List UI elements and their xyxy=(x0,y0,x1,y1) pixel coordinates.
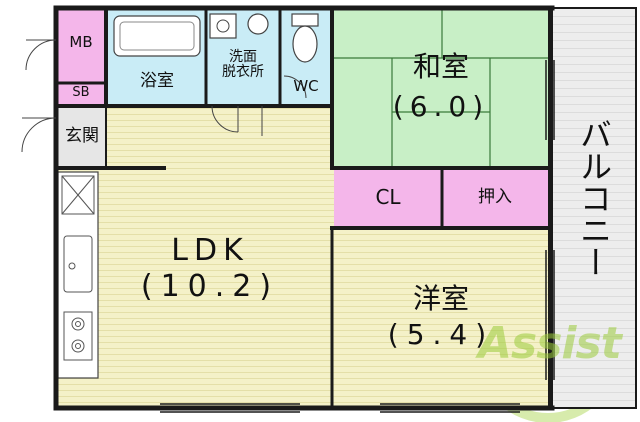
room-label-cl: CL xyxy=(375,185,401,209)
stove-icon xyxy=(63,311,93,361)
room-label-yoshitsu: 洋室 xyxy=(412,282,469,315)
room-size-washitsu: (6.0) xyxy=(392,90,490,123)
windows xyxy=(160,60,555,413)
wash-basin xyxy=(209,13,237,39)
oshiire-area xyxy=(442,168,548,228)
kitchen-sink xyxy=(63,235,93,293)
room-label-washroom: 洗面 脱衣所 xyxy=(222,49,264,81)
watermark-text: Assist xyxy=(478,318,622,369)
room-label-ldk: LDK xyxy=(171,233,249,268)
walls xyxy=(53,5,555,411)
room-size-ldk: (10.2) xyxy=(140,269,280,304)
room-label-genkan: 玄関 xyxy=(65,126,99,146)
bathtub xyxy=(113,15,201,57)
genkan-area xyxy=(58,108,106,166)
room-label-wc: WC xyxy=(293,77,319,95)
room-label-bath: 浴室 xyxy=(140,71,174,91)
washitsu-area xyxy=(334,10,548,168)
sb-area xyxy=(58,84,104,106)
doors xyxy=(21,39,307,153)
room-label-mb: MB xyxy=(69,33,93,51)
yoshitsu-floor xyxy=(334,228,548,406)
room-label-washitsu: 和室 xyxy=(412,50,469,83)
mb-area xyxy=(58,10,104,82)
tatami-lines xyxy=(334,10,548,168)
washing-machine xyxy=(247,13,269,35)
room-label-balcony: バルコニー xyxy=(575,118,613,278)
cl-area xyxy=(334,168,442,228)
room-label-sb: SB xyxy=(72,85,90,100)
room-size-yoshitsu: (5.4) xyxy=(387,318,495,351)
toilet-icon xyxy=(291,13,319,63)
fridge-space xyxy=(61,175,95,215)
room-label-oshiire: 押入 xyxy=(478,187,512,207)
